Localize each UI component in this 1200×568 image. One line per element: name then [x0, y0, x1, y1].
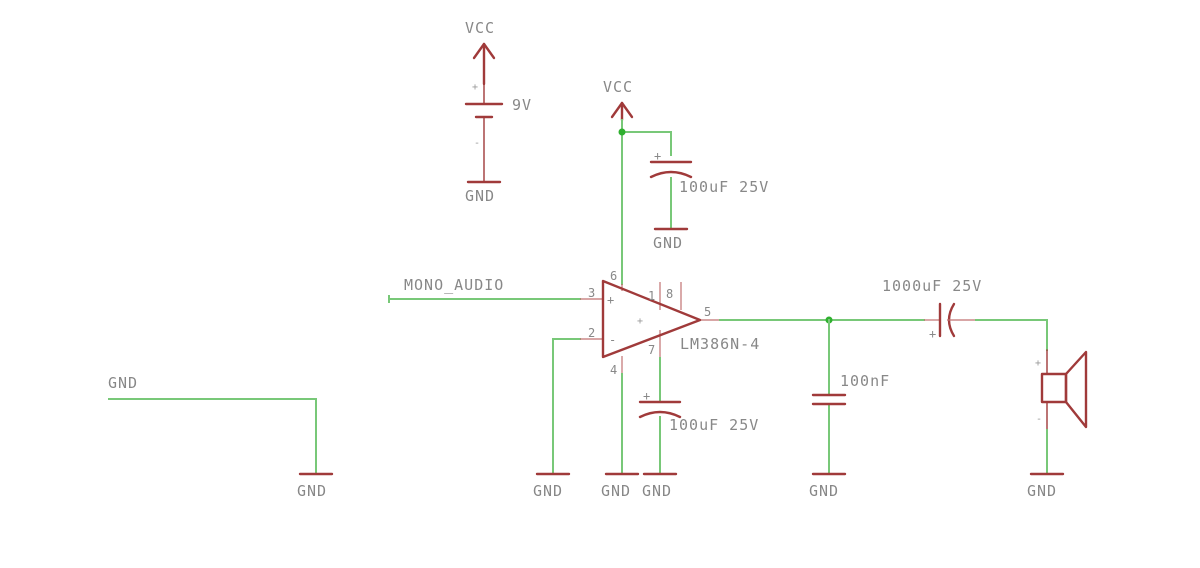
- gnd-label-cap-bypass: GND: [642, 482, 672, 500]
- pin-6-label: 6: [610, 269, 617, 283]
- pin-5-label: 5: [704, 305, 711, 319]
- pin-2-label: 2: [588, 326, 595, 340]
- pin-8-label: 8: [666, 287, 673, 301]
- vcc-wires: [621, 119, 672, 285]
- filter-cap-value: 100nF: [840, 372, 890, 390]
- battery-symbol: [464, 83, 504, 183]
- gnd-label-input: GND: [297, 482, 327, 500]
- vcc-label-amp: VCC: [603, 78, 633, 96]
- junction-vcc: [618, 128, 626, 136]
- gnd-label-pin4: GND: [601, 482, 631, 500]
- bypass-capacitor-symbol: [638, 400, 682, 419]
- supply-capacitor-symbol: [649, 160, 693, 179]
- speaker-minus-label: -: [1036, 414, 1042, 425]
- output-capacitor-symbol: [924, 302, 976, 338]
- battery-vcc-symbol: [472, 42, 496, 86]
- gnd-label-speaker: GND: [1027, 482, 1057, 500]
- supply-cap-value: 100uF 25V: [679, 178, 769, 196]
- output-cap-value: 1000uF 25V: [882, 277, 982, 295]
- amp-center-plus: +: [637, 316, 643, 327]
- bypass-cap-plus: +: [643, 389, 650, 403]
- supply-cap-plus: +: [654, 149, 661, 163]
- gnd-label-cap-supply: GND: [653, 234, 683, 252]
- amp-vcc-symbol: [610, 101, 634, 122]
- battery-plus-label: +: [472, 82, 478, 93]
- op-amp-symbol: [601, 279, 702, 359]
- battery-value-label: 9V: [512, 96, 532, 114]
- speaker-wire-top: [975, 319, 1048, 351]
- pin-7-label: 7: [648, 343, 655, 357]
- pin-3-label: 3: [588, 286, 595, 300]
- pin-1-label: 1: [648, 289, 655, 303]
- gnd-label-amp-minus: GND: [533, 482, 563, 500]
- amp-minus-sign: -: [609, 333, 616, 347]
- gnd-label-battery: GND: [465, 187, 495, 205]
- amp-minus-wire: [552, 338, 581, 475]
- speaker-symbol: [1040, 349, 1088, 431]
- pin-4-label: 4: [610, 363, 617, 377]
- gnd-net-wire: [108, 398, 317, 475]
- gnd-net-label: GND: [108, 374, 138, 392]
- filter-capacitor-symbol: [811, 393, 847, 406]
- output-cap-plus: +: [929, 327, 936, 341]
- vcc-label-battery: VCC: [465, 19, 495, 37]
- speaker-plus-label: +: [1035, 358, 1041, 369]
- bypass-cap-value: 100uF 25V: [669, 416, 759, 434]
- mono-audio-label: MONO_AUDIO: [404, 276, 504, 294]
- battery-minus-label: -: [474, 138, 480, 149]
- gnd-label-filter: GND: [809, 482, 839, 500]
- amp-plus-sign: +: [607, 293, 614, 307]
- amp-part-label: LM386N-4: [680, 335, 760, 353]
